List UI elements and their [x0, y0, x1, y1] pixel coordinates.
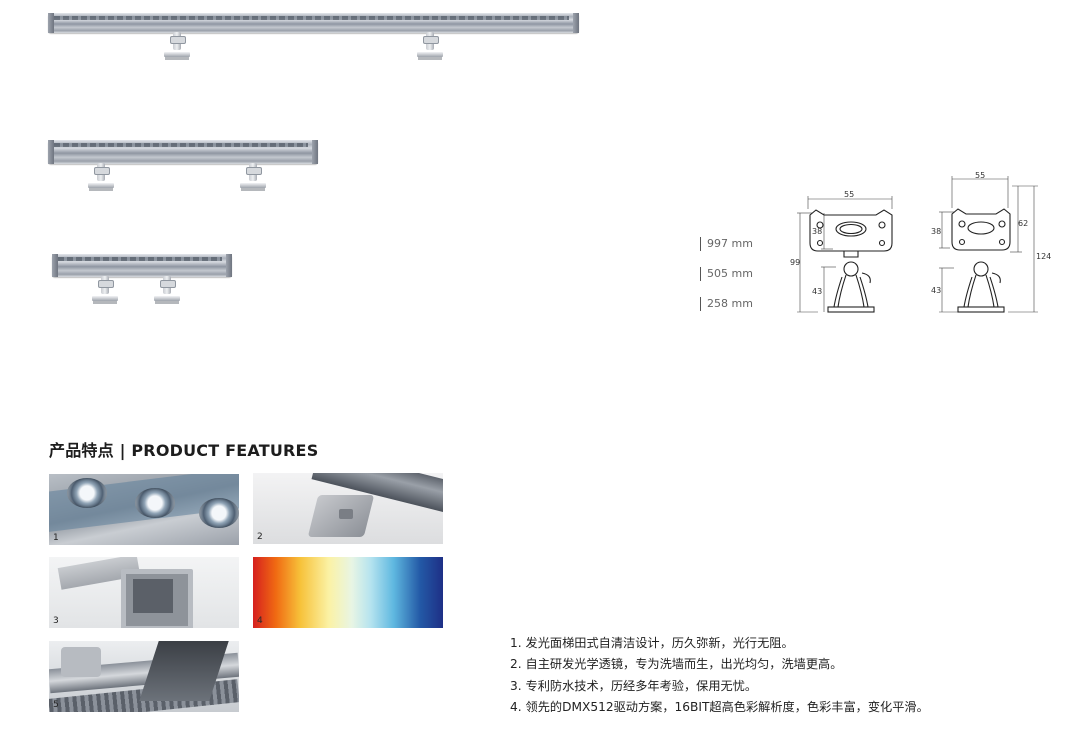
photo-number: 2: [257, 532, 263, 542]
length-label-505: 505 mm: [700, 267, 753, 281]
feature-list: 1. 发光面梯田式自清洁设计，历久弥新，光行无阻。 2. 自主研发光学透镜，专为…: [510, 633, 929, 718]
photo-number: 5: [53, 700, 59, 710]
dim-upper: 38: [931, 227, 941, 236]
dim-total: 99: [790, 258, 800, 267]
feature-item: 3. 专利防水技术，历经多年考验，保用无忧。: [510, 678, 758, 693]
feature-photo-color-spectrum: 4: [253, 557, 443, 628]
dim-width: 55: [844, 190, 854, 199]
dim-upper: 38: [812, 227, 822, 236]
dim-total: 124: [1036, 252, 1051, 261]
dim-width: 55: [975, 171, 985, 180]
feature-item: 2. 自主研发光学透镜，专为洗墙而生，出光均匀，洗墙更高。: [510, 657, 843, 672]
wall-washer-bar: [48, 140, 318, 164]
photo-number: 4: [257, 616, 263, 626]
photo-number: 1: [53, 533, 59, 543]
dim-lower: 43: [931, 286, 941, 295]
photo-number: 3: [53, 616, 59, 626]
feature-item: 4. 领先的DMX512驱动方案，16BIT超高色彩解析度，色彩丰富，变化平滑。: [510, 699, 929, 714]
feature-item: 1. 发光面梯田式自清洁设计，历久弥新，光行无阻。: [510, 636, 794, 650]
dimension-drawing-side: 55 38 62 124 43: [931, 171, 1051, 313]
mounting-bracket: [240, 163, 266, 193]
dim-mid: 62: [1018, 219, 1028, 228]
product-image-258mm: [52, 254, 232, 314]
dimension-drawing-front: 55 38 99 43: [790, 190, 893, 313]
length-label-258: 258 mm: [700, 297, 753, 311]
feature-photo-assembly: 5: [49, 641, 239, 712]
mounting-bracket: [88, 163, 114, 193]
mounting-bracket: [92, 276, 118, 306]
mounting-bracket: [417, 32, 443, 62]
feature-photo-profile: 3: [49, 557, 239, 628]
wall-washer-bar: [48, 13, 579, 33]
mounting-bracket: [154, 276, 180, 306]
wall-washer-bar: [52, 254, 232, 277]
length-label-997: 997 mm: [700, 237, 753, 251]
feature-photo-lens: 1: [49, 474, 239, 545]
features-heading: 产品特点 | PRODUCT FEATURES: [49, 441, 319, 460]
product-image-997mm: [48, 13, 579, 73]
mounting-bracket: [164, 32, 190, 62]
product-image-505mm: [48, 140, 318, 200]
dim-lower: 43: [812, 287, 822, 296]
feature-photo-bracket: 2: [253, 473, 443, 544]
